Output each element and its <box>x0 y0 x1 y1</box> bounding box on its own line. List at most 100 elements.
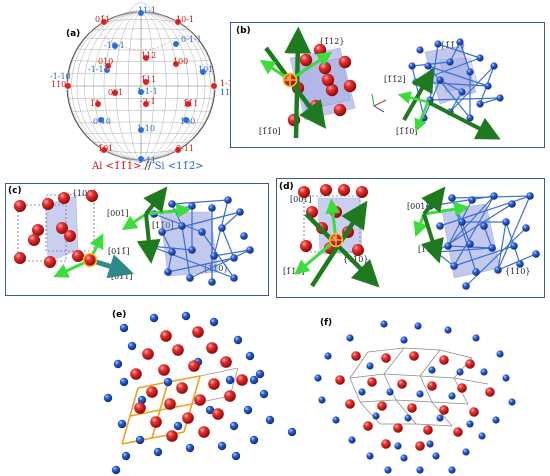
parallel <box>128 2 154 14</box>
al-atom <box>469 407 479 417</box>
si-atom <box>205 405 215 415</box>
panel-b-label: (b) <box>236 26 251 36</box>
pole-label: 0-11 <box>176 144 194 153</box>
si-atom <box>466 240 474 248</box>
si-atom <box>153 447 163 457</box>
direction-label: [1̄1̄0] <box>259 127 281 136</box>
panel-d-drawing <box>294 184 540 290</box>
direction-arrow <box>136 213 161 264</box>
interface-grid-line <box>199 367 239 377</box>
si-bond <box>435 247 493 253</box>
si-atom <box>332 416 340 424</box>
al-pole <box>94 100 102 108</box>
si-atom <box>121 451 131 461</box>
pole-label: 101 <box>198 65 214 74</box>
si-atom <box>394 442 402 450</box>
si-atom <box>240 232 248 240</box>
si-atom <box>400 336 408 344</box>
si-bond <box>497 221 507 271</box>
al-atom <box>172 344 184 356</box>
si-bond <box>497 195 531 271</box>
al-atom <box>325 83 339 97</box>
interface-grid-line <box>383 373 397 401</box>
si-bond <box>453 195 495 267</box>
si-atom <box>149 313 159 323</box>
si-atom <box>472 334 480 342</box>
direction-arrow <box>121 212 147 231</box>
si-atom <box>496 350 504 358</box>
si-atom <box>490 62 498 70</box>
al-atom <box>236 374 248 386</box>
interface-grid-line <box>129 387 139 417</box>
al-atom <box>188 360 200 372</box>
al-atom <box>166 430 178 442</box>
si-pole <box>137 155 145 163</box>
direction-arrow <box>397 91 429 104</box>
si-atom <box>185 443 195 453</box>
al-atom <box>146 386 158 398</box>
al-atom <box>130 368 142 380</box>
panel-d-label: (d) <box>279 182 294 192</box>
al-atom <box>427 381 437 391</box>
al-pole <box>100 146 108 154</box>
al-atom <box>335 375 345 385</box>
si-bond <box>437 43 481 59</box>
si-atom <box>476 100 484 108</box>
panel-f-label: (f) <box>320 318 333 328</box>
interface-grid-line <box>367 347 405 353</box>
si-atom <box>462 448 470 456</box>
si-atom <box>466 420 474 428</box>
si-atom <box>462 282 470 290</box>
orientation-relationship-caption: Al <1̄1̄1> // Si <11̄2̄> <box>92 161 204 172</box>
pole-label: 110 <box>51 80 67 89</box>
pole-label: 1̄01 <box>98 144 114 153</box>
al-atom <box>224 390 236 402</box>
direction-arrow <box>294 238 337 275</box>
al-atom <box>64 230 76 242</box>
al-pole <box>172 60 180 68</box>
al-atom <box>407 403 417 413</box>
interface-grid-line <box>359 401 381 425</box>
si-atom <box>231 451 241 461</box>
al-atom <box>415 441 425 451</box>
interface-grid-line <box>395 399 417 425</box>
si-pole <box>111 42 119 50</box>
si-atom <box>448 194 456 202</box>
al-atom <box>485 387 495 397</box>
al-atom <box>320 184 332 196</box>
pole-label: 110 <box>220 88 236 97</box>
al-atom <box>164 398 176 410</box>
si-atom <box>224 196 232 204</box>
si-atom <box>502 218 510 226</box>
si-atom <box>218 224 226 232</box>
si-atom <box>255 369 265 379</box>
si-bond <box>453 245 515 267</box>
si-atom <box>111 465 121 475</box>
si-atom <box>456 38 464 46</box>
si-atom <box>472 268 480 276</box>
direction-label: [001] <box>407 202 429 211</box>
si-atom <box>265 415 275 425</box>
pole-label: 001 <box>108 88 124 97</box>
si-atom <box>217 441 227 451</box>
direction-arrow <box>427 100 501 140</box>
al-atom <box>457 383 467 393</box>
si-atom <box>508 398 516 406</box>
si-atom <box>127 341 137 351</box>
interface-grid-line <box>419 375 455 379</box>
al-pole <box>174 146 182 154</box>
si-atom <box>416 390 424 398</box>
pole-label: 112 <box>141 51 157 60</box>
direction-arrow <box>310 200 368 288</box>
interface-grid-line <box>349 373 385 379</box>
al-atom <box>465 359 475 369</box>
direction-label: [011̄] <box>108 247 130 256</box>
al-atom <box>58 192 70 204</box>
si-atom <box>208 204 216 212</box>
si-atom <box>287 427 297 437</box>
al-atom <box>158 364 170 376</box>
si-atom <box>380 320 388 328</box>
si-pole <box>97 116 105 124</box>
direction-arrow <box>421 186 446 216</box>
wulff-net <box>64 2 218 170</box>
